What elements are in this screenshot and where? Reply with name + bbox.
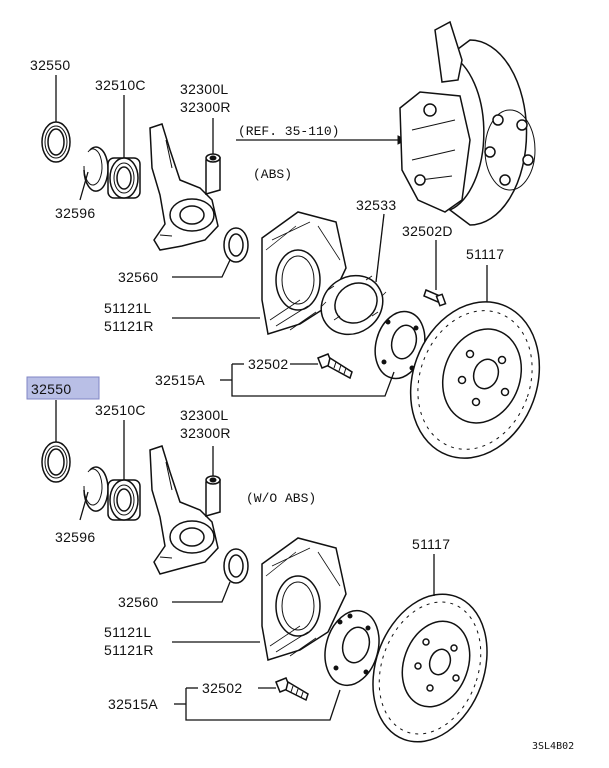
top-oil-seal[interactable] — [41, 121, 71, 163]
bottom-stud[interactable] — [275, 677, 309, 702]
bottom-wheel-hub[interactable] — [317, 605, 387, 692]
label-top-disc[interactable]: 51117 — [466, 246, 504, 262]
label-bot-oil-seal[interactable]: 32550 — [31, 381, 71, 397]
label-top-knuckle-l[interactable]: 32300L — [180, 81, 229, 97]
highlight-box — [26, 376, 100, 400]
bottom-wheel-bearing[interactable] — [107, 479, 141, 521]
label-abs: (ABS) — [253, 167, 292, 182]
label-bot-hub[interactable]: 32515A — [108, 696, 158, 712]
label-top-shield-l[interactable]: 51121L — [104, 300, 151, 316]
top-steering-knuckle[interactable] — [149, 123, 221, 251]
label-bot-stud[interactable]: 32502 — [202, 680, 242, 696]
top-wheel-bearing[interactable] — [107, 157, 141, 199]
top-stud-d[interactable] — [423, 288, 447, 307]
label-top-stud-d[interactable]: 32502D — [402, 223, 453, 239]
bottom-dust-shield[interactable] — [261, 537, 347, 661]
drawing-code: 3SL4B02 — [532, 741, 574, 752]
top-brake-disc[interactable] — [389, 284, 560, 477]
top-seal-2[interactable] — [223, 227, 249, 263]
top-snap-ring[interactable] — [83, 146, 109, 192]
bottom-steering-knuckle[interactable] — [149, 445, 221, 575]
label-top-hub[interactable]: 32515A — [155, 372, 205, 388]
bottom-brake-disc[interactable] — [353, 578, 506, 758]
label-bot-seal-2[interactable]: 32560 — [118, 594, 158, 610]
label-bot-knuckle-r[interactable]: 32300R — [180, 425, 231, 441]
label-bot-disc[interactable]: 51117 — [412, 536, 450, 552]
top-stud[interactable] — [317, 353, 353, 380]
label-bot-snap-ring[interactable]: 32596 — [55, 529, 95, 545]
label-bot-shield-l[interactable]: 51121L — [104, 624, 151, 640]
label-top-rotor-ring[interactable]: 32533 — [356, 197, 396, 213]
label-bot-bearing[interactable]: 32510C — [95, 402, 146, 418]
label-bot-knuckle-l[interactable]: 32300L — [180, 407, 229, 423]
reference-caliper-assembly[interactable] — [399, 20, 536, 226]
bottom-oil-seal[interactable] — [41, 441, 71, 483]
label-top-shield-r[interactable]: 51121R — [104, 318, 154, 334]
label-ref: (REF. 35-110) — [238, 124, 339, 139]
top-wheel-hub[interactable] — [368, 306, 432, 384]
label-top-snap-ring[interactable]: 32596 — [55, 205, 95, 221]
label-bot-shield-r[interactable]: 51121R — [104, 642, 154, 658]
bottom-snap-ring[interactable] — [83, 466, 109, 512]
label-top-bearing[interactable]: 32510C — [95, 77, 146, 93]
label-top-stud[interactable]: 32502 — [248, 356, 288, 372]
top-abs-rotor-ring[interactable] — [310, 264, 395, 347]
label-top-knuckle-r[interactable]: 32300R — [180, 99, 231, 115]
label-top-oil-seal[interactable]: 32550 — [30, 57, 70, 73]
label-wo-abs: (W/O ABS) — [246, 491, 316, 506]
label-top-seal-2[interactable]: 32560 — [118, 269, 158, 285]
bottom-seal-2[interactable] — [223, 548, 249, 584]
